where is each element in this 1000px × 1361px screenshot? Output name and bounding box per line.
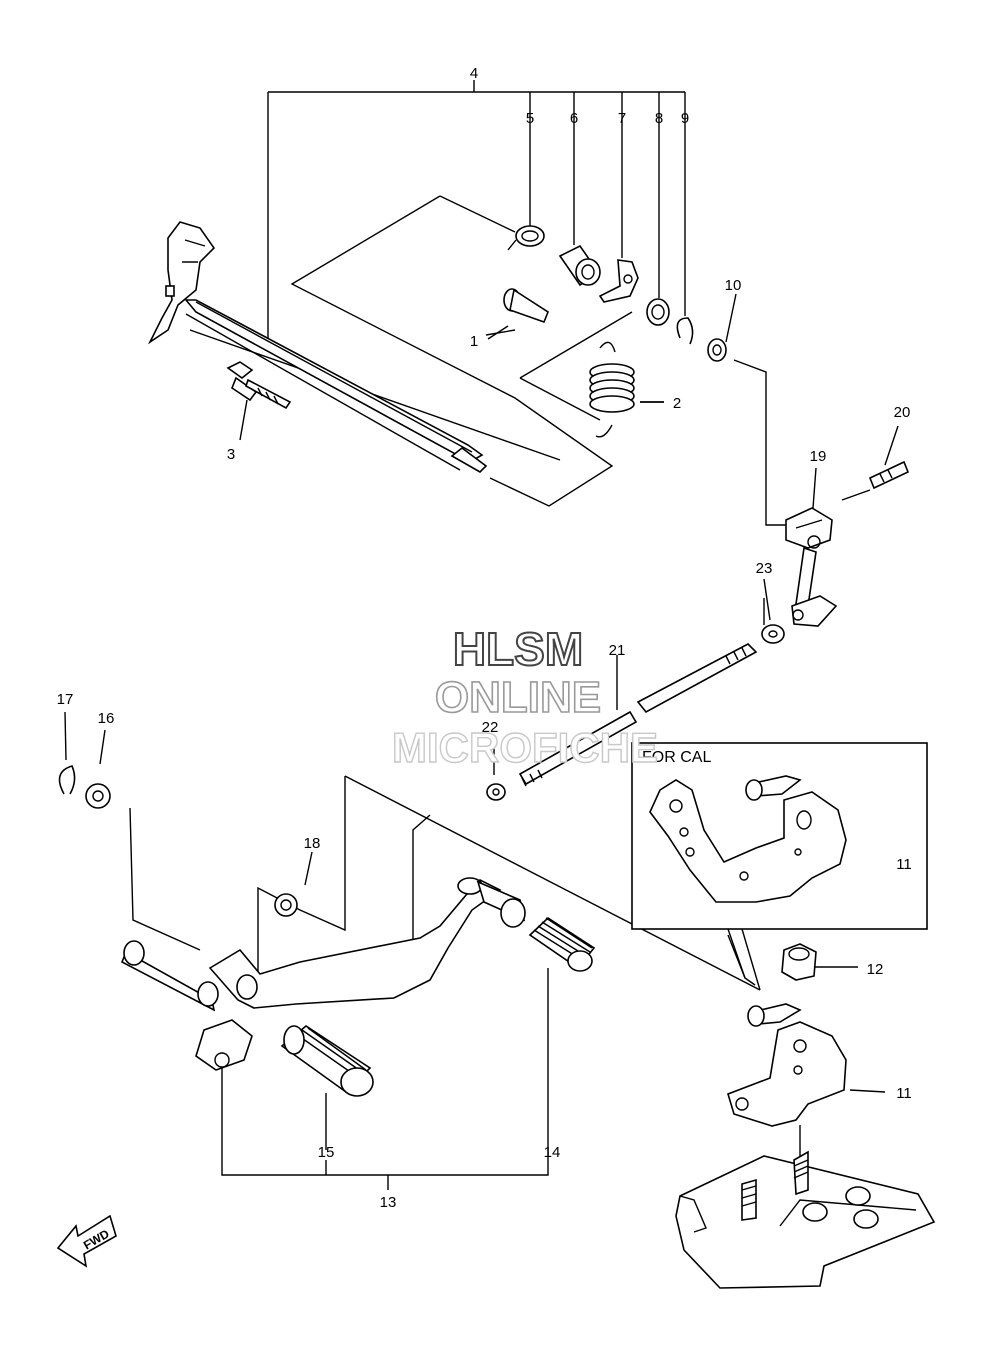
inset-title: FOR CAL — [642, 749, 711, 766]
bolt-20 — [868, 460, 910, 490]
shift-arm-19 — [785, 507, 838, 627]
lever-7 — [598, 259, 639, 303]
collar-6 — [558, 244, 601, 287]
circlip-17 — [58, 765, 76, 795]
callout-1: 1 — [470, 333, 478, 350]
callout-6: 6 — [570, 110, 578, 127]
pin-1 — [503, 288, 549, 324]
callout-16: 16 — [98, 710, 115, 727]
callout-9: 9 — [681, 110, 689, 127]
callout-10: 10 — [725, 277, 742, 294]
callout-7: 7 — [618, 110, 626, 127]
callout-14: 14 — [544, 1144, 561, 1161]
callout-8: 8 — [655, 110, 663, 127]
circlip-9 — [676, 317, 694, 345]
nut-23 — [761, 624, 785, 644]
leader-lines — [64, 195, 871, 1160]
callout-labels: 4 5 6 7 8 9 1 2 3 10 20 19 23 21 22 17 1… — [57, 65, 912, 1211]
callout-11: 11 — [896, 1085, 912, 1102]
fwd-arrow-icon: FWD — [56, 1214, 117, 1268]
watermark-line-3: MICROFICHE — [392, 724, 658, 771]
bolt-3 — [226, 361, 292, 410]
watermark-line-1: HLSM — [453, 623, 583, 675]
spring-5 — [507, 225, 545, 251]
callout-5: 5 — [526, 110, 534, 127]
callout-12: 12 — [867, 961, 884, 978]
inset-for-cal: FOR CAL — [631, 742, 928, 991]
callout-3: 3 — [227, 446, 235, 463]
nut-22 — [486, 783, 506, 801]
shift-shaft — [147, 221, 488, 473]
callout-2: 2 — [673, 395, 681, 412]
watermark-line-2: ONLINE — [435, 673, 601, 722]
shift-pedal-13 — [120, 877, 526, 1071]
washer-8 — [646, 298, 670, 326]
spring-2 — [589, 341, 635, 438]
washer-10 — [707, 338, 727, 362]
shift-rod-21 — [518, 643, 758, 787]
bracket-11-inset — [649, 775, 847, 903]
watermark: HLSM ONLINE MICROFICHE — [391, 622, 658, 772]
callout-11-inset: 11 — [896, 856, 912, 873]
frame-plate — [675, 1150, 936, 1289]
callout-18: 18 — [304, 835, 321, 852]
callout-20: 20 — [894, 404, 911, 421]
pedal-rubber-14 — [528, 916, 596, 972]
callout-17: 17 — [57, 691, 74, 708]
callout-22: 22 — [482, 719, 499, 736]
washer-18 — [274, 893, 298, 917]
washer-16 — [85, 783, 111, 809]
callout-4: 4 — [470, 65, 478, 82]
pedal-rubber-15 — [280, 1025, 374, 1097]
callout-13: 13 — [380, 1194, 397, 1211]
callout-15: 15 — [318, 1144, 335, 1161]
callout-21: 21 — [609, 642, 626, 659]
callout-leaders — [221, 293, 899, 1190]
callout-23: 23 — [756, 560, 773, 577]
bracket-11-lower — [727, 1003, 847, 1127]
nut-12 — [781, 943, 817, 981]
callout-19: 19 — [810, 448, 827, 465]
assembly-4-bracket — [267, 80, 686, 340]
